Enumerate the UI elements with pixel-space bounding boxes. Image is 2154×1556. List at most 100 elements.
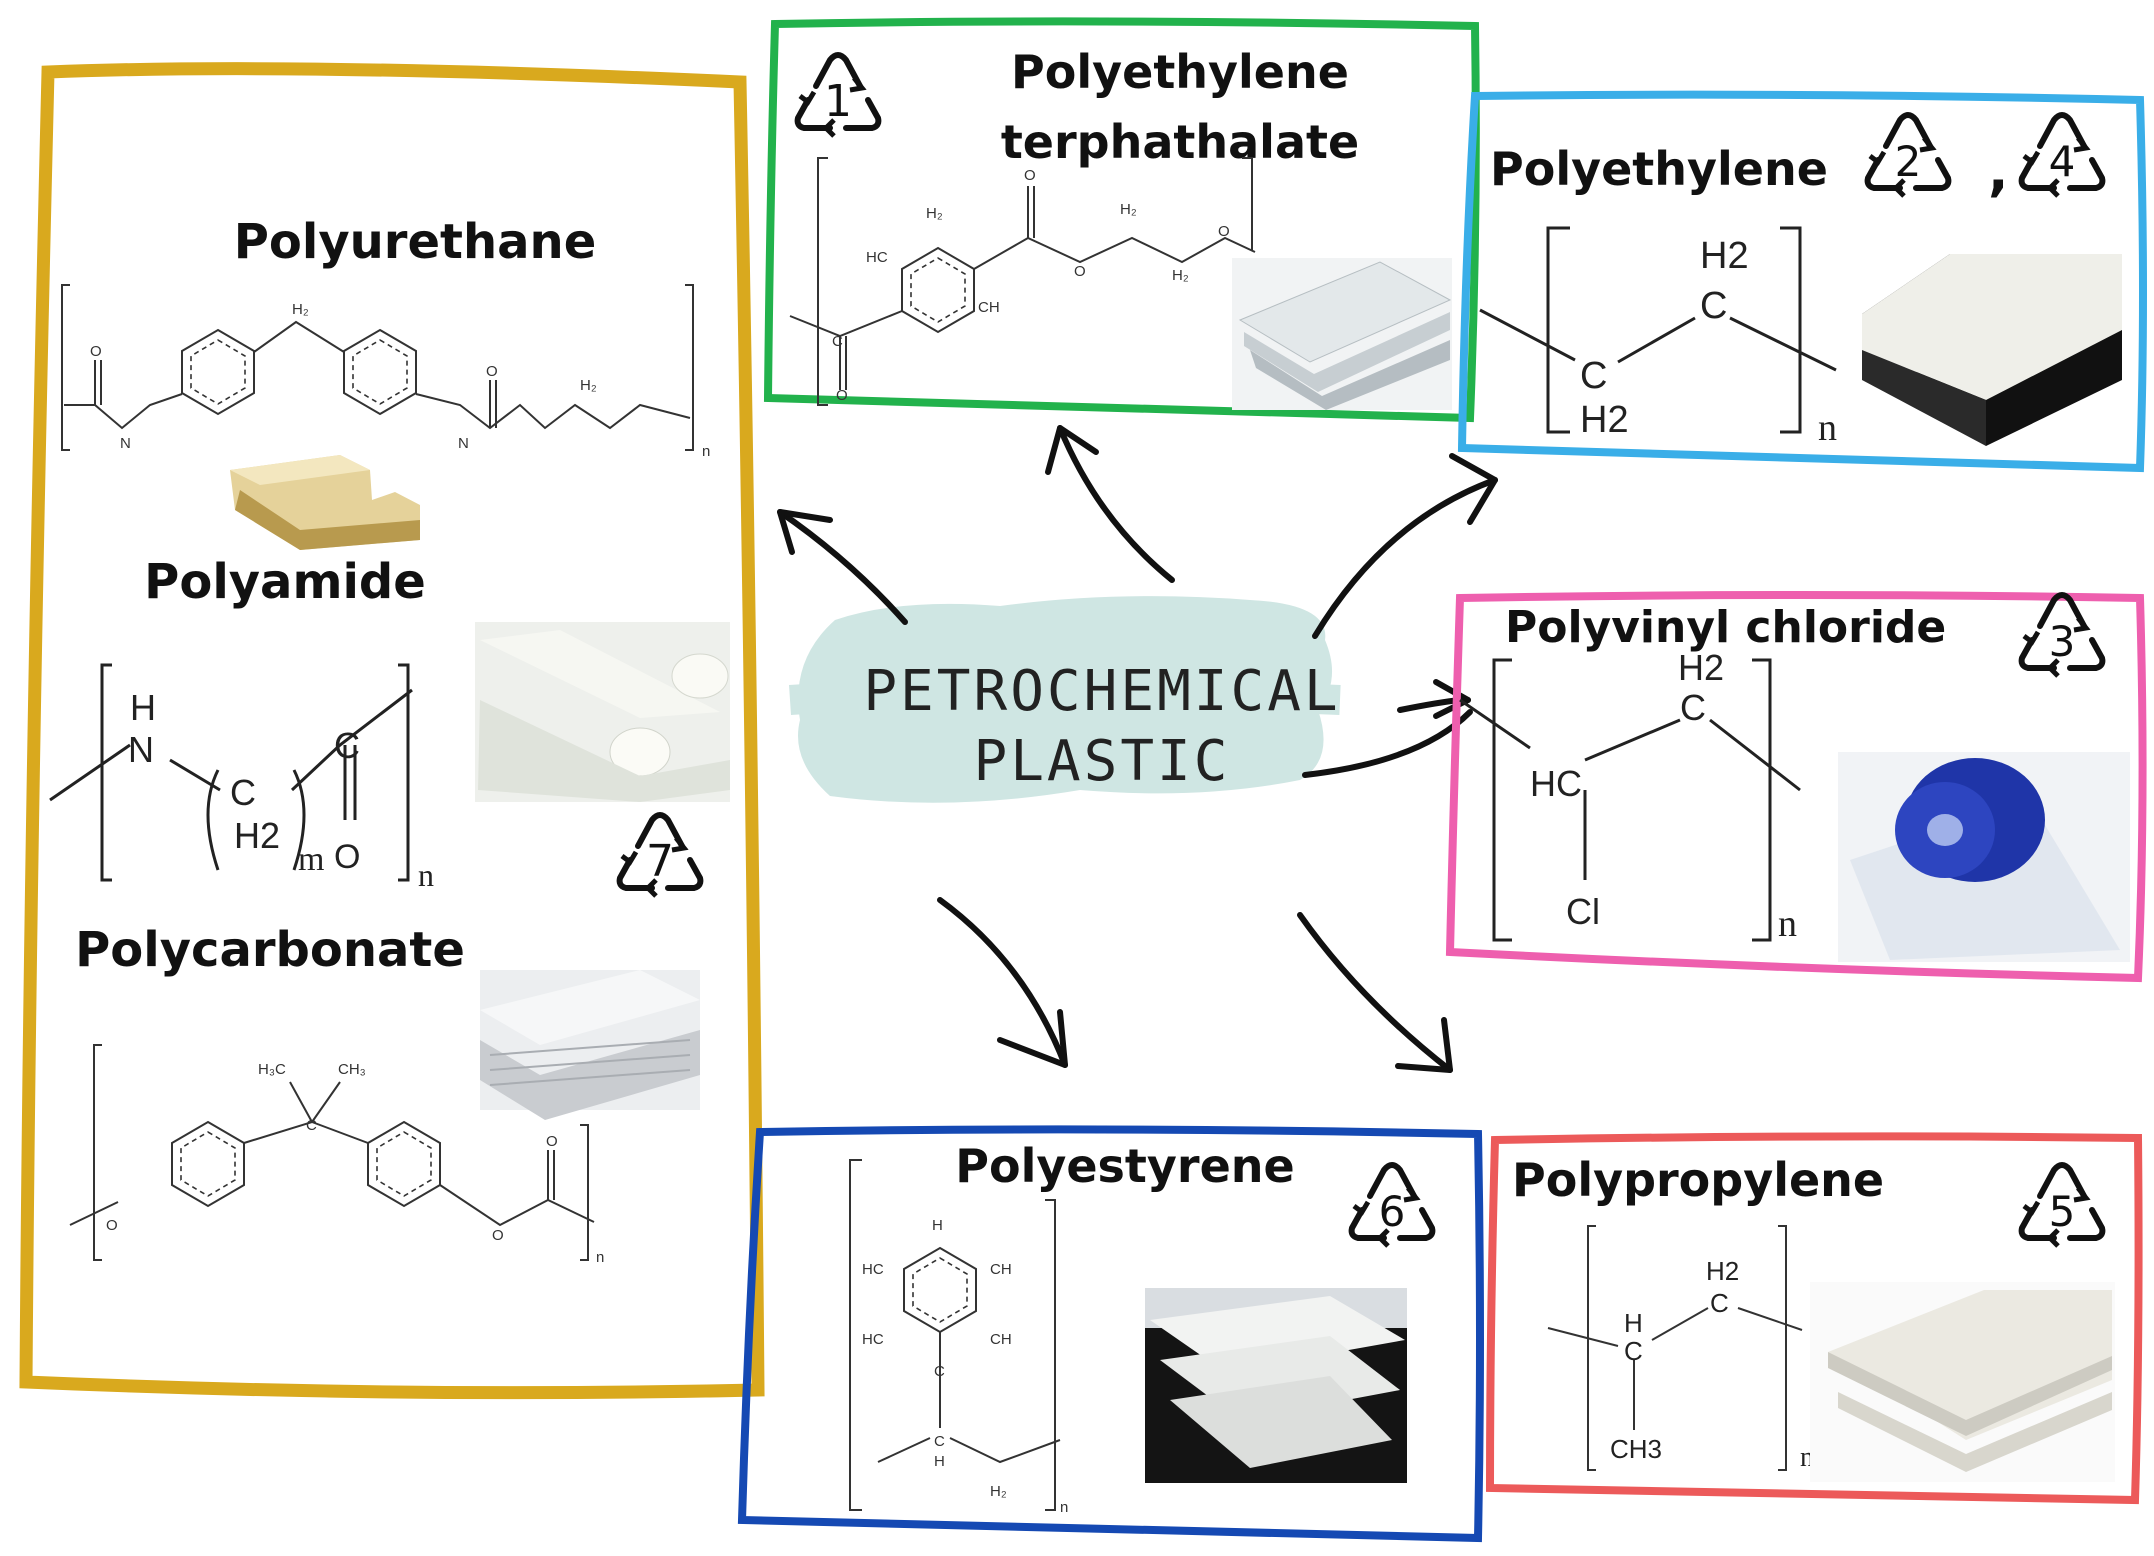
ps-frame	[737, 1125, 1484, 1543]
pet-title-line1: Polyethylene	[1011, 45, 1349, 99]
svg-text:C: C	[1580, 355, 1607, 397]
svg-text:C: C	[1680, 687, 1706, 728]
svg-text:H₂: H₂	[292, 301, 309, 318]
pvc-frame	[1445, 591, 2147, 983]
ps-title: Polyestyrene	[955, 1139, 1294, 1193]
arrow-to-group7	[777, 509, 908, 625]
pp-frame	[1485, 1132, 2143, 1505]
svg-text:H2: H2	[1700, 235, 1749, 277]
arrow-to-pp-head	[1395, 1017, 1453, 1073]
svg-text:CH3: CH3	[1610, 1434, 1662, 1464]
arrow-to-pe-head	[1449, 453, 1498, 525]
brush-stroke	[789, 678, 1341, 715]
group7-frame	[19, 62, 765, 1400]
svg-text:C: C	[306, 1117, 317, 1134]
pp-sheets-image	[1810, 1282, 2115, 1482]
pp-title: Polypropylene	[1512, 1153, 1884, 1207]
recycle-2-icon: 2	[1868, 115, 1949, 196]
svg-text:CH: CH	[990, 1261, 1012, 1278]
svg-text:n: n	[1818, 407, 1837, 449]
svg-text:HC: HC	[866, 249, 888, 266]
svg-text:C: C	[334, 725, 360, 766]
ps-sheets-image	[1145, 1288, 1407, 1483]
svg-text:O: O	[334, 838, 360, 876]
svg-text:H2: H2	[1678, 647, 1724, 688]
svg-text:H₂: H₂	[580, 377, 597, 394]
polycarbonate-sheets-image	[480, 970, 700, 1120]
recycle-5-icon: 5	[2022, 1165, 2103, 1246]
svg-text:O: O	[486, 363, 498, 380]
svg-text:HC: HC	[862, 1331, 884, 1348]
arrow-to-pet-head	[1045, 425, 1099, 475]
svg-text:H: H	[1624, 1308, 1643, 1338]
center-title-line1: PETROCHEMICAL	[863, 659, 1340, 724]
svg-text:m: m	[298, 841, 324, 878]
svg-text:C: C	[1710, 1288, 1729, 1318]
svg-text:H: H	[130, 687, 156, 728]
arrow-to-pe	[1312, 477, 1498, 639]
svg-text:n: n	[1778, 903, 1797, 945]
svg-text:HC: HC	[862, 1261, 884, 1278]
svg-text:C: C	[934, 1433, 945, 1450]
svg-text:C: C	[1624, 1336, 1643, 1366]
svg-text:O: O	[1218, 223, 1230, 240]
pe-frame	[1457, 90, 2147, 473]
svg-text:N: N	[120, 435, 131, 452]
svg-text:O: O	[546, 1133, 558, 1150]
pet-frame	[763, 17, 1480, 423]
polyurethane-title: Polyurethane	[234, 214, 597, 270]
polycarbonate-structure: H₃C CH₃ C O O O n	[69, 1044, 604, 1266]
svg-text:Cl: Cl	[1566, 891, 1600, 932]
polyamide-structure: H N C C H2 m O n	[49, 663, 434, 893]
arrow-to-group7-head	[777, 509, 833, 555]
svg-text:7: 7	[646, 836, 674, 887]
pvc-title: Polyvinyl chloride	[1505, 602, 1946, 653]
recycle-6-icon: 6	[1352, 1165, 1433, 1246]
svg-text:H2: H2	[1580, 399, 1629, 441]
arrow-to-ps-head	[997, 1009, 1068, 1068]
recycle-1-icon: 1	[798, 55, 879, 136]
svg-text:H: H	[934, 1453, 945, 1470]
svg-text:n: n	[596, 1249, 604, 1266]
svg-text:HC: HC	[1530, 763, 1582, 804]
polyurethane-foam-image	[230, 455, 420, 550]
svg-text:CH₃: CH₃	[338, 1061, 366, 1078]
svg-text:n: n	[1060, 1499, 1068, 1516]
svg-text:H₂: H₂	[926, 205, 943, 222]
svg-text:O: O	[106, 1217, 118, 1234]
pet-sheets-image	[1232, 258, 1452, 410]
svg-text:H2: H2	[234, 815, 280, 856]
svg-text:H₂: H₂	[1172, 267, 1189, 284]
svg-text:C: C	[230, 772, 256, 813]
pvc-structure: H2 C HC Cl n	[1459, 647, 1801, 945]
arrow-to-pp	[1297, 912, 1453, 1073]
svg-text:O: O	[1024, 167, 1036, 184]
svg-text:C: C	[832, 333, 843, 350]
svg-text:C: C	[934, 1363, 945, 1380]
svg-text:O: O	[90, 343, 102, 360]
svg-text:C: C	[1700, 285, 1727, 327]
svg-text:3: 3	[2049, 617, 2076, 666]
svg-text:2: 2	[1895, 137, 1922, 186]
svg-text:O: O	[492, 1227, 504, 1244]
arrow-to-ps	[937, 897, 1068, 1068]
svg-text:4: 4	[2049, 137, 2076, 186]
recycle-4-icon: 4	[2022, 115, 2103, 196]
recycle-7-icon: 7	[620, 815, 701, 896]
polycarbonate-title: Polycarbonate	[75, 922, 465, 978]
pet-title-line2: terphathalate	[1001, 115, 1359, 169]
pe-code-separator: ,	[1988, 140, 2009, 203]
svg-text:5: 5	[2049, 1187, 2076, 1236]
svg-text:O: O	[1074, 263, 1086, 280]
svg-text:H₃C: H₃C	[258, 1061, 286, 1078]
pe-title: Polyethylene	[1490, 142, 1828, 196]
arrow-to-pet	[1057, 425, 1175, 583]
svg-text:N: N	[128, 729, 154, 770]
svg-text:O: O	[836, 387, 848, 404]
pe-structure: H2 C C H2 n	[1479, 226, 1837, 449]
